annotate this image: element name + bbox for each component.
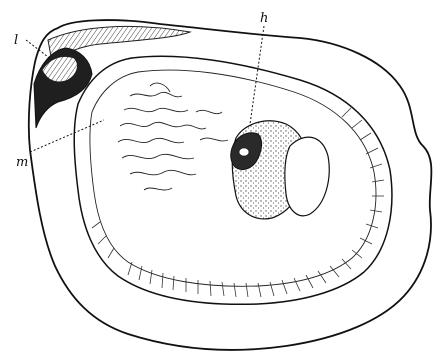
heart-highlight [239,148,249,156]
label-l: l [14,33,18,48]
label-h: h [260,11,268,26]
label-m: m [16,155,28,170]
